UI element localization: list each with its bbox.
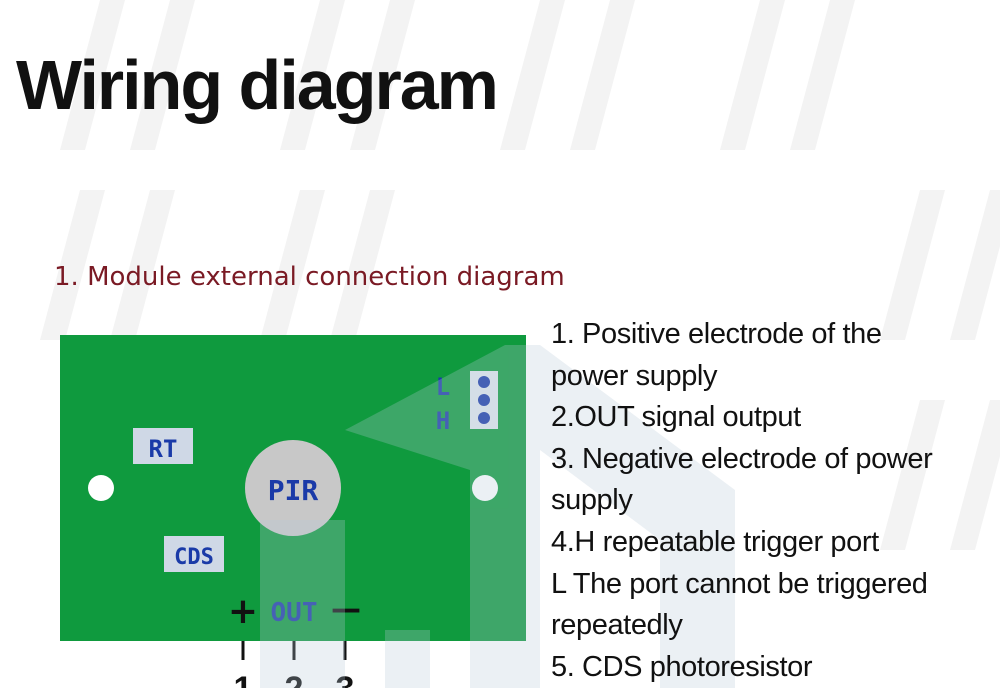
pin-number-3: 3 xyxy=(336,670,355,688)
description-line: repeatedly xyxy=(551,609,683,642)
description-line: supply xyxy=(551,484,633,517)
jumper-l-label: L xyxy=(436,373,450,401)
section-title: 1. Module external connection diagram xyxy=(54,262,565,292)
plus-label: + xyxy=(228,591,258,632)
rt-label-box xyxy=(133,428,193,464)
jumper-pin-1 xyxy=(478,376,490,388)
out-label: OUT xyxy=(271,598,318,628)
module-diagram: RT CDS PIR L H + OUT — 1 2 3 xyxy=(60,335,526,688)
page-title: Wiring diagram xyxy=(16,46,499,124)
description-line: 2.OUT signal output xyxy=(551,401,801,434)
description-line: 4.H repeatable trigger port xyxy=(551,525,879,558)
pir-sensor xyxy=(245,440,341,536)
pir-label: PIR xyxy=(268,474,319,507)
description-line: L The port cannot be triggered xyxy=(551,567,928,600)
rt-label: RT xyxy=(149,435,178,463)
connection-description-list: 1. Positive electrode of the power suppl… xyxy=(551,314,991,688)
description-line: 1. Positive electrode of the xyxy=(551,318,882,350)
mounting-hole-left xyxy=(88,475,114,501)
cds-label-box xyxy=(164,536,224,572)
jumper-pin-3 xyxy=(478,412,490,424)
description-line: 5. CDS photoresistor xyxy=(551,650,813,683)
jumper-pin-2 xyxy=(478,394,490,406)
cds-label: CDS xyxy=(174,545,214,570)
description-line: power supply xyxy=(551,359,718,392)
mounting-hole-right xyxy=(472,475,498,501)
pin-number-1: 1 xyxy=(234,670,253,688)
jumper-h-label: H xyxy=(436,407,450,435)
description-line: 3. Negative electrode of power xyxy=(551,442,933,475)
pin-number-2: 2 xyxy=(285,670,304,688)
minus-label: — xyxy=(331,592,361,627)
